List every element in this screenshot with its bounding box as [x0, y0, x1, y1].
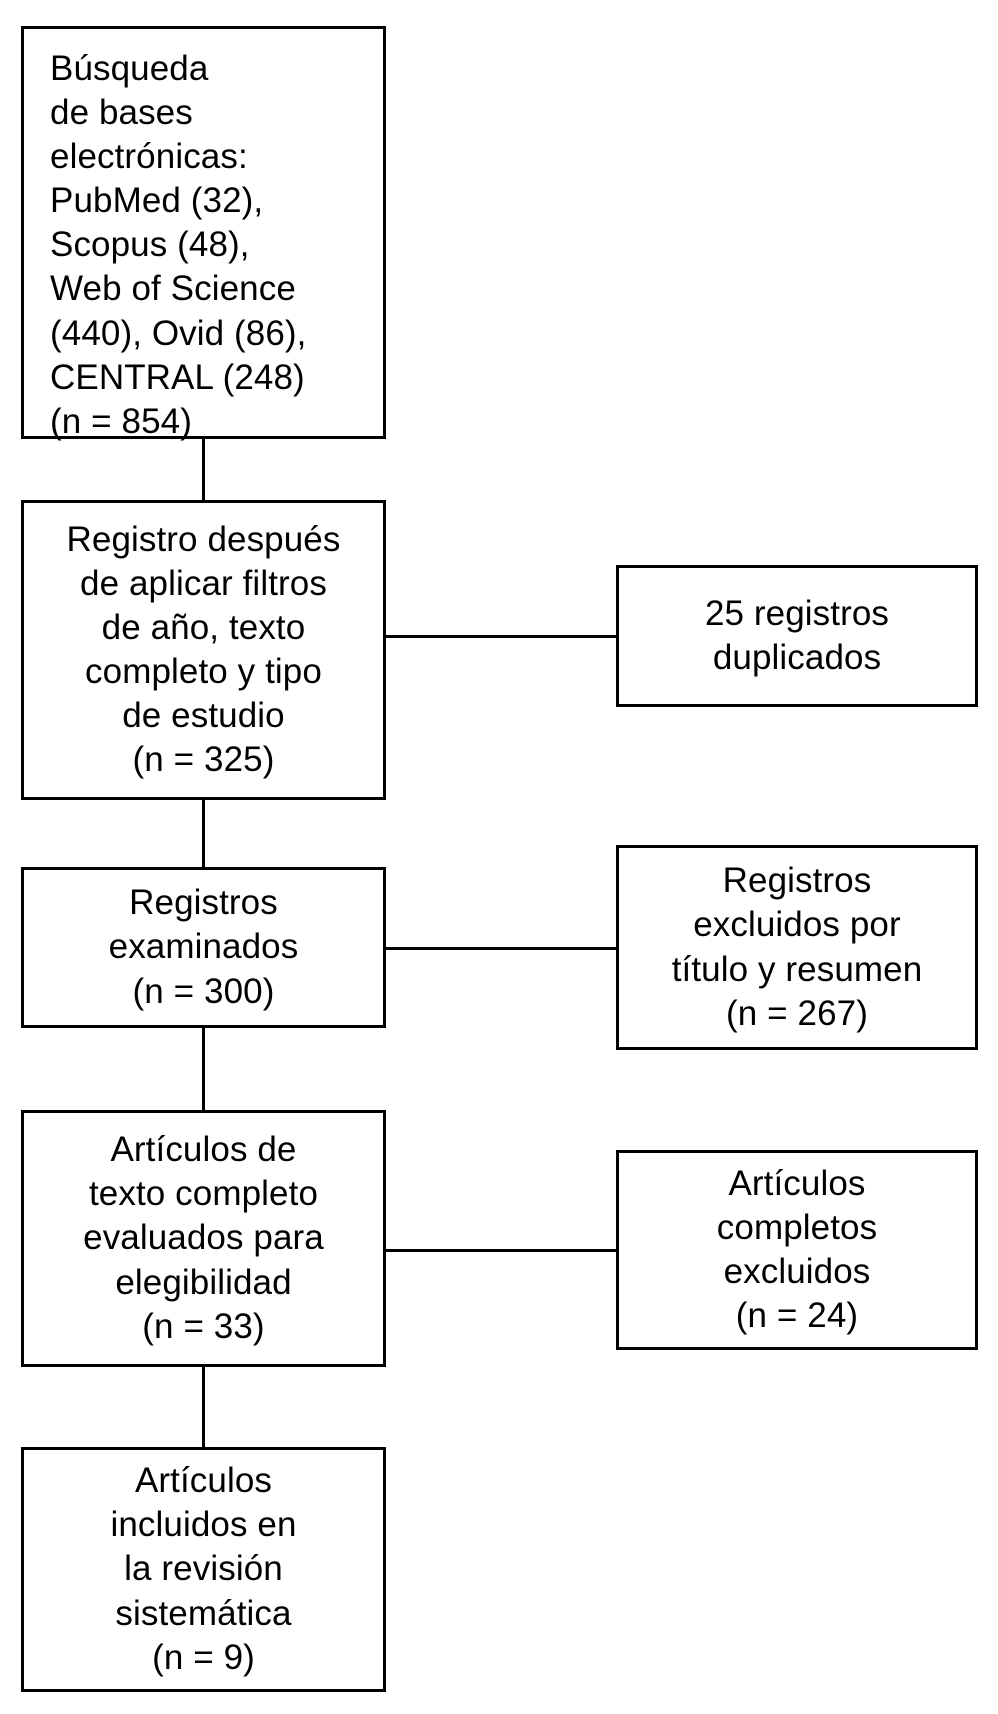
connector-screened-to-fulltext: [202, 1027, 205, 1111]
node-excluded-title-abstract: Registros excluidos por título y resumen…: [616, 845, 978, 1050]
node-duplicates-removed: 25 registros duplicados: [616, 565, 978, 707]
connector-filters-to-screened: [202, 799, 205, 868]
node-records-screened-label: Registros examinados (n = 300): [108, 883, 299, 1011]
node-fulltext-assessed-label: Artículos de texto completo evaluados pa…: [83, 1130, 324, 1346]
connector-fulltext-to-excluded-fulltext: [385, 1249, 617, 1252]
node-studies-included-label: Artículos incluidos en la revisión siste…: [110, 1461, 297, 1677]
node-studies-included: Artículos incluidos en la revisión siste…: [21, 1447, 386, 1692]
node-after-filters-label: Registro después de aplicar filtros de a…: [66, 519, 341, 780]
node-after-filters: Registro después de aplicar filtros de a…: [21, 500, 386, 800]
node-records-screened: Registros examinados (n = 300): [21, 867, 386, 1028]
node-excluded-fulltext-label: Artículos completos excluidos (n = 24): [716, 1163, 878, 1336]
node-fulltext-assessed: Artículos de texto completo evaluados pa…: [21, 1110, 386, 1367]
node-identification-search: Búsqueda de bases electrónicas: PubMed (…: [21, 26, 386, 441]
node-duplicates-removed-label: 25 registros duplicados: [704, 593, 890, 677]
connector-fulltext-to-included: [202, 1366, 205, 1448]
connector-filters-to-duplicates: [385, 635, 617, 638]
connector-identification-to-filters: [202, 439, 205, 501]
node-excluded-title-abstract-label: Registros excluidos por título y resumen…: [671, 861, 923, 1033]
node-excluded-fulltext: Artículos completos excluidos (n = 24): [616, 1150, 978, 1350]
connector-screened-to-excluded-title-abstract: [385, 947, 617, 950]
node-identification-search-label: Búsqueda de bases electrónicas: PubMed (…: [50, 49, 307, 441]
